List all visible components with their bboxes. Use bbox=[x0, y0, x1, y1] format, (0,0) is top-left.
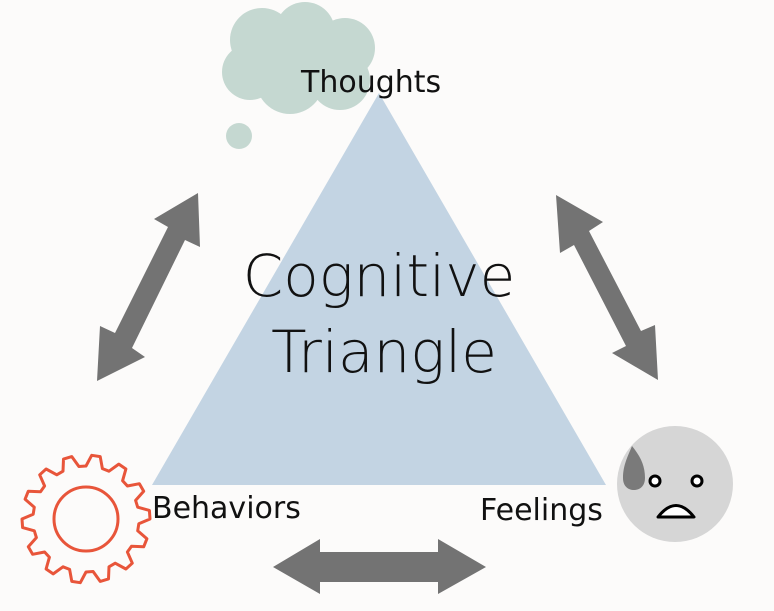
sad-face-icon bbox=[617, 426, 733, 542]
arrow-thoughts-feelings bbox=[556, 195, 658, 380]
cognitive-triangle bbox=[152, 93, 606, 485]
thoughts-label: Thoughts bbox=[300, 65, 441, 100]
behaviors-label: Behaviors bbox=[152, 491, 301, 526]
title-line-2: Triangle bbox=[271, 318, 497, 386]
title-line-1: Cognitive bbox=[243, 242, 516, 310]
gear-icon bbox=[20, 453, 152, 585]
thought-cloud-icon bbox=[222, 2, 375, 149]
feelings-label: Feelings bbox=[480, 493, 603, 528]
teardrop-icon bbox=[623, 446, 645, 490]
arrow-behaviors-feelings bbox=[273, 539, 486, 594]
arrow-thoughts-behaviors bbox=[97, 193, 200, 381]
